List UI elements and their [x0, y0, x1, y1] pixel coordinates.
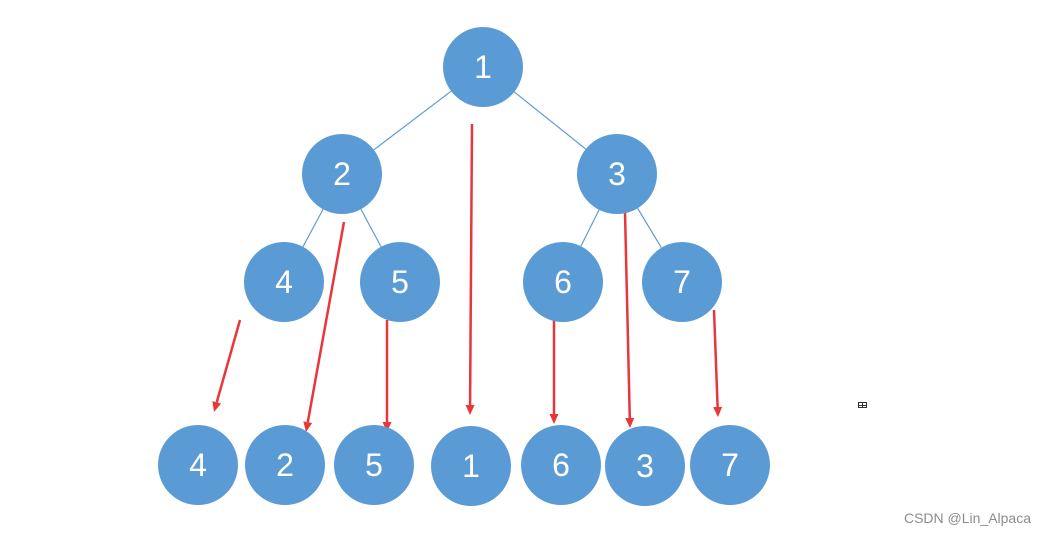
tree-node-circle [360, 242, 440, 322]
result-node-6: 6 [521, 425, 601, 505]
watermark-text: CSDN @Lin_Alpaca [903, 510, 1031, 526]
result-node-5: 5 [334, 425, 414, 505]
tree-node-4: 4 [244, 242, 324, 322]
tree-node-label: 3 [608, 156, 626, 192]
tree-node-6: 6 [523, 242, 603, 322]
tree-node-label: 6 [554, 264, 572, 300]
traversal-arrows [212, 123, 723, 432]
arrow-head-3 [625, 417, 635, 428]
result-node-1: 1 [431, 426, 511, 506]
edge-n1-n3 [513, 91, 587, 150]
tree-node-1: 1 [443, 27, 523, 107]
arrow-shaft-3 [623, 211, 632, 419]
tree-node-circle [443, 27, 523, 107]
tree-node-7: 7 [642, 242, 722, 322]
tree-node-label: 2 [333, 156, 351, 192]
tree-node-2: 2 [302, 134, 382, 214]
tree-node-circle [244, 242, 324, 322]
tree-node-5: 5 [360, 242, 440, 322]
arrow-shaft-4 [215, 319, 242, 403]
result-node-circle [158, 425, 238, 505]
result-node-label: 6 [552, 447, 570, 483]
result-node-4: 4 [158, 425, 238, 505]
edge-n2-n5 [360, 208, 382, 248]
result-node-7: 7 [690, 425, 770, 505]
tree-node-label: 7 [673, 264, 691, 300]
result-node-label: 7 [721, 447, 739, 483]
tree-node-3: 3 [577, 134, 657, 214]
edge-n3-n6 [580, 209, 600, 247]
tree-node-circle [523, 242, 603, 322]
arrow-head-5 [382, 422, 392, 432]
inorder-result-nodes: 4 2 5 1 6 3 7 [158, 425, 770, 506]
arrow-head-6 [549, 414, 559, 424]
arrow-head-7 [713, 406, 723, 417]
arrow-shaft-2 [306, 221, 346, 423]
edge-n2-n4 [302, 208, 324, 248]
arrow-shaft-1 [468, 123, 474, 406]
tree-node-circle [302, 134, 382, 214]
result-node-label: 4 [189, 447, 207, 483]
result-node-3: 3 [605, 426, 685, 506]
result-node-label: 5 [365, 447, 383, 483]
tree-node-label: 5 [391, 264, 409, 300]
arrow-head-4 [212, 401, 222, 412]
arrow-head-2 [303, 421, 313, 432]
table-icon [858, 402, 867, 408]
edge-n1-n2 [373, 90, 452, 151]
result-node-circle [690, 425, 770, 505]
arrow-shaft-7 [712, 309, 719, 408]
edge-n3-n7 [637, 207, 662, 249]
tree-node-label: 4 [275, 264, 293, 300]
result-node-2: 2 [245, 425, 325, 505]
result-node-label: 3 [636, 448, 654, 484]
result-node-circle [431, 426, 511, 506]
arrow-head-1 [465, 404, 475, 415]
result-node-label: 1 [462, 448, 480, 484]
tree-edges [302, 90, 662, 249]
tree-nodes: 1 2 3 4 5 6 7 [244, 27, 722, 322]
result-node-circle [334, 425, 414, 505]
result-node-circle [605, 426, 685, 506]
tree-node-circle [642, 242, 722, 322]
result-node-label: 2 [276, 447, 294, 483]
result-node-circle [245, 425, 325, 505]
result-node-circle [521, 425, 601, 505]
tree-node-label: 1 [474, 49, 492, 85]
tree-node-circle [577, 134, 657, 214]
